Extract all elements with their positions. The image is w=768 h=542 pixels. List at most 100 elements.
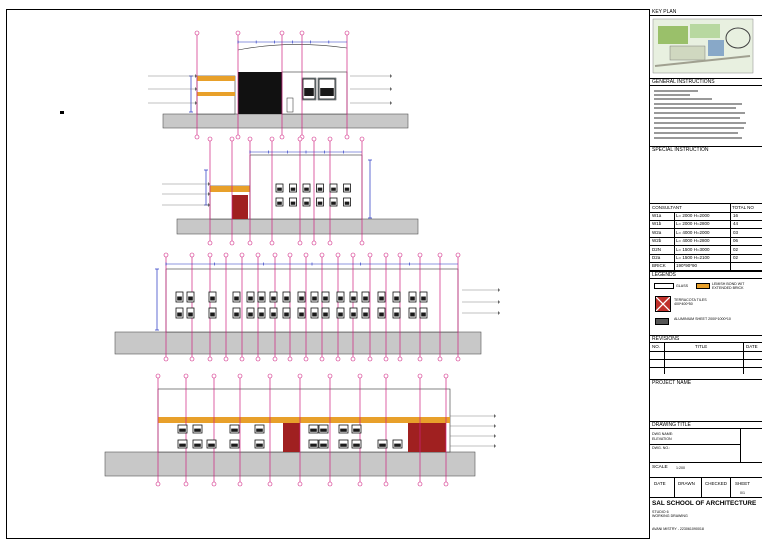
grid-bubble xyxy=(359,136,365,142)
window-pane xyxy=(351,312,356,317)
grid-bubble xyxy=(269,136,275,142)
level-arrow xyxy=(498,311,500,315)
general-instructions-section: GENERAL INSTRUCTIONS xyxy=(650,78,762,146)
sheet-label: SHEET xyxy=(735,481,751,486)
project-name-section: PROJECT NAME xyxy=(650,379,762,421)
grid-bubble xyxy=(163,356,169,362)
window-pane xyxy=(277,187,282,191)
special-instruction-label: SPECIAL INSTRUCTION xyxy=(652,147,709,153)
grid-bubble xyxy=(155,481,161,487)
schedule-code: W2b xyxy=(652,238,662,244)
grid-bubble xyxy=(237,373,243,379)
grid-bubble xyxy=(311,136,317,142)
grid-bubble xyxy=(297,240,303,246)
window-pane xyxy=(312,296,317,301)
subject-label: WORKING DRAWING xyxy=(652,514,688,519)
grid-bubble xyxy=(207,240,213,246)
grid-bubble xyxy=(437,356,443,362)
key-plan-label: KEY PLAN xyxy=(650,9,762,16)
schedule-qty: 16 xyxy=(733,213,739,218)
level-arrow xyxy=(494,424,496,428)
date-label: DATE xyxy=(654,481,666,486)
grid-bubble xyxy=(383,481,389,487)
grid-bubble xyxy=(279,30,285,36)
window-pane xyxy=(331,187,336,191)
grid-bubble xyxy=(383,356,389,362)
schedule-size: L= 2000 H=2000 xyxy=(676,213,710,218)
window-pane xyxy=(248,312,253,317)
grid-bubble xyxy=(235,134,241,140)
grid-bubble xyxy=(211,481,217,487)
key-plan-section: KEY PLAN xyxy=(650,9,762,78)
window-pane xyxy=(320,428,327,432)
level-arrow xyxy=(208,192,210,196)
window-pane xyxy=(256,428,263,432)
window-pane xyxy=(379,443,386,447)
grid-bubble xyxy=(287,356,293,362)
grid-bubble xyxy=(350,252,356,258)
consultant-label: CONSULTANT xyxy=(652,205,682,210)
total-no-label: TOTAL NO xyxy=(732,205,754,210)
sheet-value: 0/1 xyxy=(740,491,745,495)
grid-bubble xyxy=(207,356,213,362)
window-pane xyxy=(231,428,238,432)
legend-brick-label: LEMISH BOND WIT EXTENDED BRICK xyxy=(712,282,745,291)
window-pane xyxy=(290,201,296,205)
title-block: KEY PLAN GENERAL INSTRUCTIONS SPECIAL IN… xyxy=(649,9,762,539)
schedule-size: L= 1500 H=2100 xyxy=(676,255,710,260)
window-pane xyxy=(353,443,360,447)
window-pane xyxy=(304,201,309,205)
sign-off-section: DATE DRAWN CHECKED SHEET 0/1 xyxy=(650,477,762,497)
grid-bubble xyxy=(194,134,200,140)
grid-bubble xyxy=(327,136,333,142)
window-pane xyxy=(421,312,426,317)
grid-bubble xyxy=(303,252,309,258)
window-pane xyxy=(363,296,368,301)
level-arrow xyxy=(195,87,197,91)
grid-bubble xyxy=(207,136,213,142)
window-pane xyxy=(256,443,263,447)
window-pane xyxy=(344,201,350,205)
grid-bubble xyxy=(417,356,423,362)
grid-bubble xyxy=(455,356,461,362)
grid-bubble xyxy=(287,252,293,258)
grid-bubble xyxy=(335,356,341,362)
window-pane xyxy=(259,312,264,317)
legends-section: LEGENDS GLASS LEMISH BOND WIT EXTENDED B… xyxy=(650,271,762,335)
grid-bubble xyxy=(383,252,389,258)
grid-bubble xyxy=(359,240,365,246)
schedule-qty: 02 xyxy=(733,255,739,260)
window-pane xyxy=(344,187,350,191)
grid-bubble xyxy=(344,30,350,36)
dwg-no-label: DWG. NO.: xyxy=(652,446,671,450)
schedule-qty: 06 xyxy=(733,238,739,244)
window-pane xyxy=(331,201,336,205)
level-arrow xyxy=(494,444,496,448)
grid-bubble xyxy=(397,252,403,258)
key-plan-map xyxy=(652,18,754,74)
grid-bubble xyxy=(297,136,303,142)
legends-label: LEGENDS xyxy=(650,272,762,279)
grid-bubble xyxy=(247,136,253,142)
grid-bubble xyxy=(189,252,195,258)
window-pane xyxy=(290,187,296,191)
schedule-size: 190*90*90 xyxy=(676,263,698,269)
level-arrow xyxy=(208,203,210,207)
grid-bubble xyxy=(455,252,461,258)
level-arrow xyxy=(498,300,500,304)
window-pane xyxy=(179,443,186,447)
grid-bubble xyxy=(344,134,350,140)
window-pane xyxy=(210,312,215,317)
window-pane xyxy=(379,296,384,301)
level-arrow xyxy=(494,414,496,418)
grid-bubble xyxy=(297,481,303,487)
grid-bubble xyxy=(417,481,423,487)
grid-bubble xyxy=(397,356,403,362)
grid-bubble xyxy=(237,481,243,487)
